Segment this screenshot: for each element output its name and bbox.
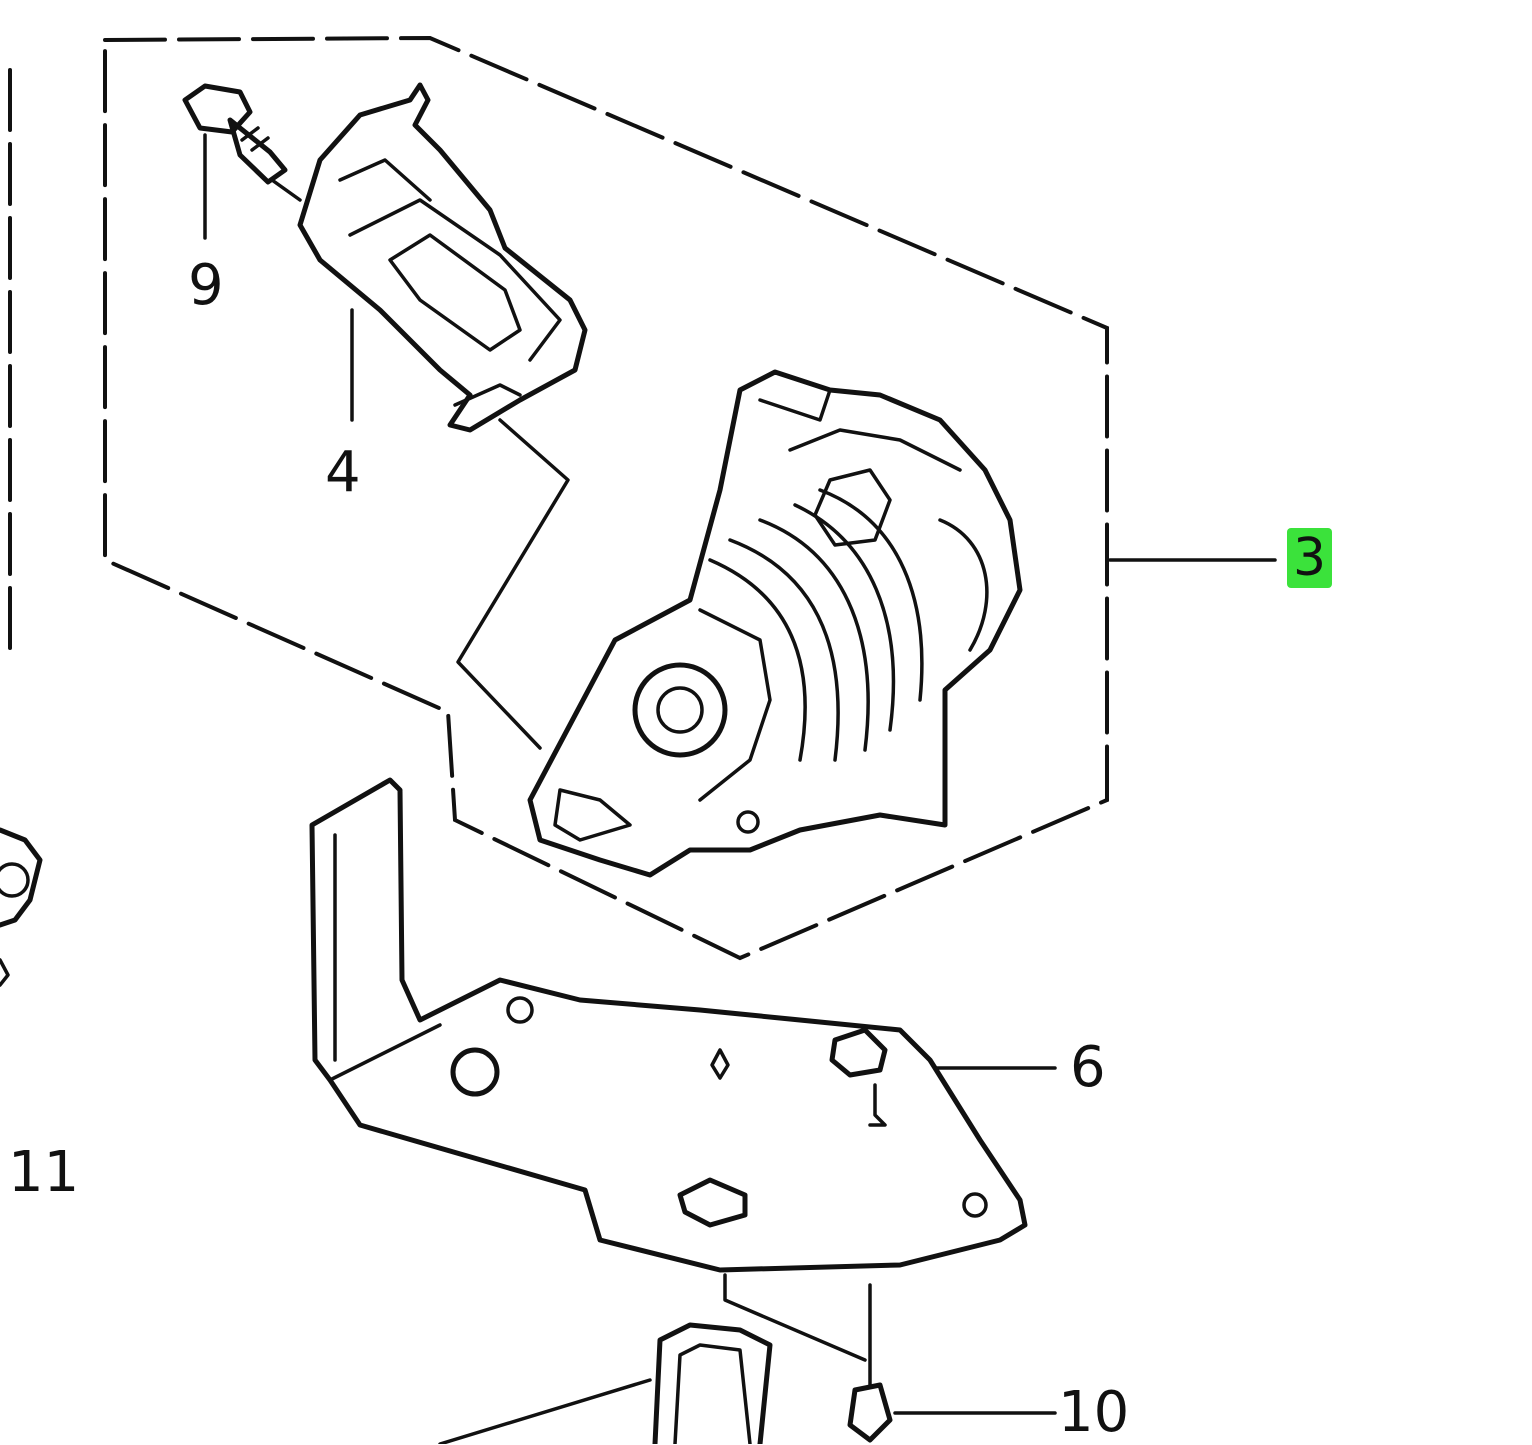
bracket-6 bbox=[309, 777, 1057, 1273]
unit-3 bbox=[527, 369, 1023, 878]
bolt-9 bbox=[182, 83, 302, 240]
callout-9: 9 bbox=[188, 253, 224, 318]
assembly-3-outline bbox=[103, 35, 1109, 961]
callout-10: 10 bbox=[1058, 1380, 1130, 1445]
leader-clip-unit bbox=[456, 418, 570, 750]
edge-part-11 bbox=[0, 827, 43, 987]
callout-6: 6 bbox=[1070, 1035, 1106, 1100]
callout-3-highlighted: 3 bbox=[1287, 528, 1333, 588]
lower-clamp bbox=[438, 1322, 773, 1444]
callout-11: 11 bbox=[8, 1140, 80, 1205]
clip-4 bbox=[297, 82, 588, 433]
callout-4: 4 bbox=[325, 440, 361, 505]
bolt-10 bbox=[723, 1273, 1057, 1443]
